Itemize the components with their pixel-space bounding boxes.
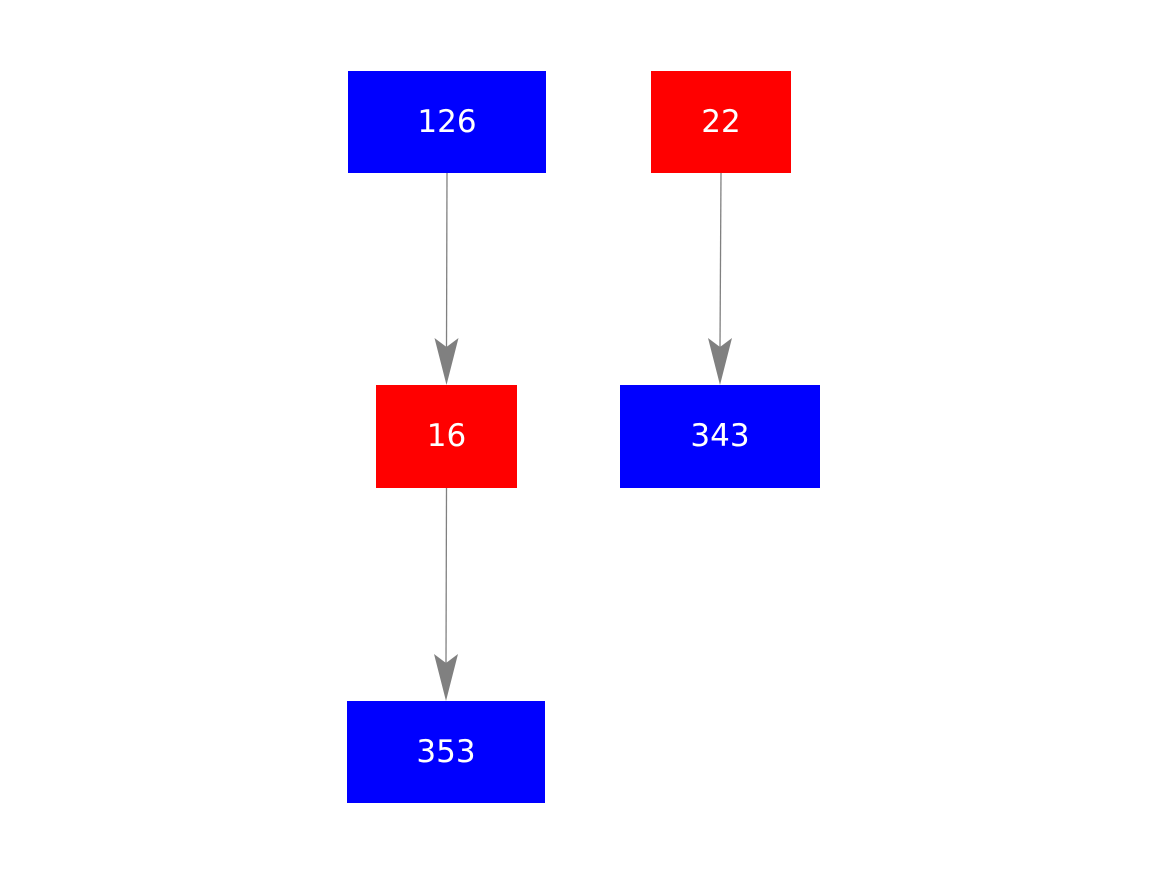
node-label: 22 — [701, 103, 741, 140]
graph-node: 343 — [620, 385, 820, 488]
graph-node: 22 — [651, 71, 791, 173]
edge-arrowhead-icon — [434, 654, 458, 701]
node-label: 353 — [416, 733, 476, 770]
graph-node: 353 — [347, 701, 545, 803]
edge-line — [445, 172, 448, 348]
node-label: 16 — [426, 418, 467, 454]
edge-arrowhead-icon — [708, 338, 732, 385]
edge-line — [719, 172, 722, 348]
edge-arrowhead-icon — [434, 338, 459, 385]
graph-node: 126 — [348, 71, 546, 173]
node-label: 343 — [690, 418, 750, 454]
edge-line — [445, 487, 448, 664]
graph-node: 16 — [376, 385, 517, 488]
node-label: 126 — [417, 103, 477, 140]
